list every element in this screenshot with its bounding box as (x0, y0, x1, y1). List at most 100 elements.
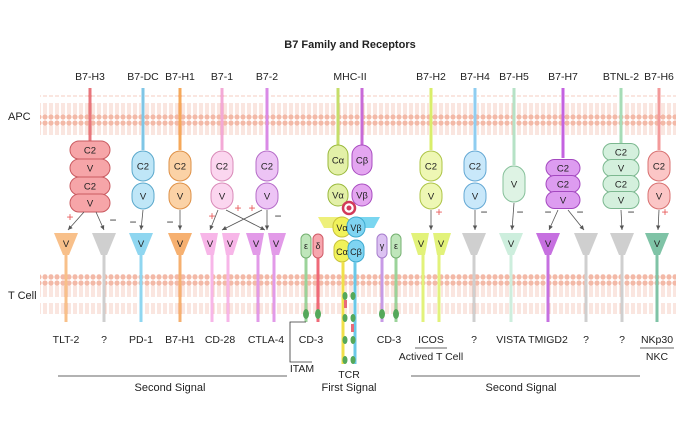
domain-label: Vα (332, 191, 344, 202)
domain-label: C2 (615, 148, 627, 159)
receptor-label: PD-1 (129, 334, 153, 346)
binding-arrow (225, 209, 266, 231)
domain-pill (545, 191, 581, 209)
arrow-head (177, 225, 183, 230)
binding-arrow (221, 209, 263, 231)
receptor-label: TLT-2 (53, 334, 80, 346)
domain-pill (69, 193, 111, 213)
receptor-label: ? (619, 334, 625, 346)
itam-motif (342, 314, 348, 322)
domain-label: V (508, 239, 515, 250)
arrow-head (579, 225, 584, 230)
arrow-head (548, 225, 553, 230)
itam-motif (342, 292, 348, 300)
tcr-label: TCR (338, 369, 360, 381)
domain-label: γ (380, 241, 385, 251)
domain-label: V (138, 239, 145, 250)
domain-pill (300, 233, 312, 259)
plus-sign: + (661, 205, 668, 219)
receptor-head (499, 233, 523, 255)
receptor-label: ? (583, 334, 589, 346)
domain-label: V (207, 239, 214, 250)
domain-label: Cα (336, 247, 348, 257)
plus-sign: + (208, 209, 215, 223)
domain-label: V (511, 180, 518, 191)
minus-sign: − (480, 205, 487, 219)
receptor-label: ICOS (418, 334, 444, 346)
receptor-head (129, 233, 153, 255)
arrow-head (619, 225, 624, 230)
receptor-head (610, 233, 634, 255)
itam-label: ITAM (290, 363, 314, 375)
receptor-label: CD-3 (377, 334, 402, 346)
ligand-label: B7-H7 (548, 71, 578, 83)
arrow-head (100, 225, 105, 230)
arrow-head (472, 225, 478, 230)
ligand-label: B7-DC (127, 71, 159, 83)
minus-sign: − (576, 205, 583, 219)
domain-label: V (618, 196, 625, 207)
domain-pill (210, 150, 234, 182)
receptor-head (645, 233, 669, 255)
receptor-head (433, 233, 451, 255)
domain-label: Cβ (350, 247, 362, 257)
ligand-label: B7-H1 (165, 71, 195, 83)
domain-label: V (438, 239, 445, 250)
domain-label: C2 (84, 146, 96, 157)
domain-label: Vα (336, 223, 347, 233)
domain-pill (463, 150, 487, 182)
domain-pill (255, 182, 279, 210)
domain-label: V (264, 192, 271, 203)
ligand-label: MHC-II (333, 71, 366, 83)
minus-sign: − (129, 215, 136, 229)
plus-sign: + (66, 210, 73, 224)
ligand-label: B7-H2 (416, 71, 446, 83)
domain-label: V (177, 239, 184, 250)
arrow-head (139, 225, 144, 230)
domain-pill (168, 150, 192, 182)
domain-label: C2 (216, 162, 228, 173)
itam-motif (315, 309, 321, 319)
plus-sign: + (435, 205, 442, 219)
receptor-head (200, 233, 218, 255)
arrow-head (209, 225, 214, 230)
domain-pill (351, 183, 373, 207)
domain-pill (390, 233, 402, 259)
domain-label: V (472, 192, 479, 203)
domain-label: V (654, 239, 661, 250)
domain-label: V (87, 164, 94, 175)
domain-label: V (177, 192, 184, 203)
domain-pill (647, 182, 671, 210)
receptor-label: ? (101, 334, 107, 346)
ligand-label: B7-H5 (499, 71, 529, 83)
first-signal-label: First Signal (321, 382, 376, 394)
domain-label: Cβ (356, 156, 369, 167)
domain-pill (376, 233, 388, 259)
domain-label: δ (315, 241, 320, 251)
receptor-label: CD-28 (205, 334, 236, 346)
receptor-label: NKp30 (641, 334, 673, 346)
domain-label: V (545, 239, 552, 250)
arrow-head (264, 225, 270, 230)
ligand-label: B7-1 (211, 71, 233, 83)
domain-label: C2 (261, 162, 273, 173)
arrow-head (428, 225, 434, 230)
receptor-head (411, 233, 429, 255)
domain-label: C2 (653, 162, 665, 173)
second-signal-right-label: Second Signal (486, 382, 557, 394)
domain-label: C2 (469, 162, 481, 173)
itam-motif (393, 309, 399, 319)
minus-sign: − (274, 209, 281, 223)
itam-motif (342, 356, 348, 364)
receptor-head (536, 233, 560, 255)
binding-arrow (511, 202, 515, 231)
domain-pill (327, 183, 349, 207)
second-signal-left-label: Second Signal (135, 382, 206, 394)
domain-pill (346, 216, 366, 238)
domain-label: V (428, 192, 435, 203)
domain-pill (419, 150, 443, 182)
domain-label: V (140, 192, 147, 203)
domain-pill (131, 150, 155, 182)
domain-pill (647, 150, 671, 182)
receptor-head (168, 233, 192, 255)
